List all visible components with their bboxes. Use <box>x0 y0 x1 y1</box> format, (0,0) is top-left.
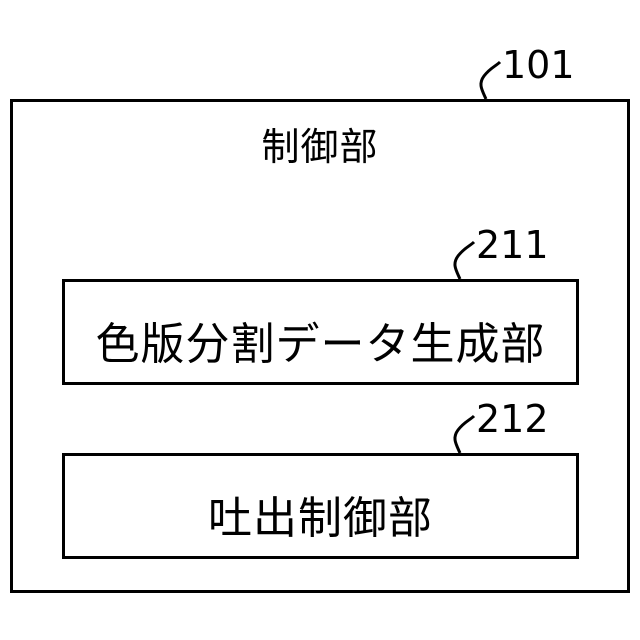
reference-numeral-101: 101 <box>502 46 575 84</box>
reference-numeral-211: 211 <box>476 226 549 264</box>
control-unit-label: 制御部 <box>13 116 627 171</box>
color-separation-data-generator-label: 色版分割データ生成部 <box>65 308 576 372</box>
ejection-control-unit-box: 吐出制御部 <box>62 453 579 559</box>
reference-numeral-212: 212 <box>476 400 549 438</box>
leader-line-101 <box>481 62 500 99</box>
ejection-control-unit-label: 吐出制御部 <box>65 482 576 546</box>
color-separation-data-generator-box: 色版分割データ生成部 <box>62 279 579 385</box>
